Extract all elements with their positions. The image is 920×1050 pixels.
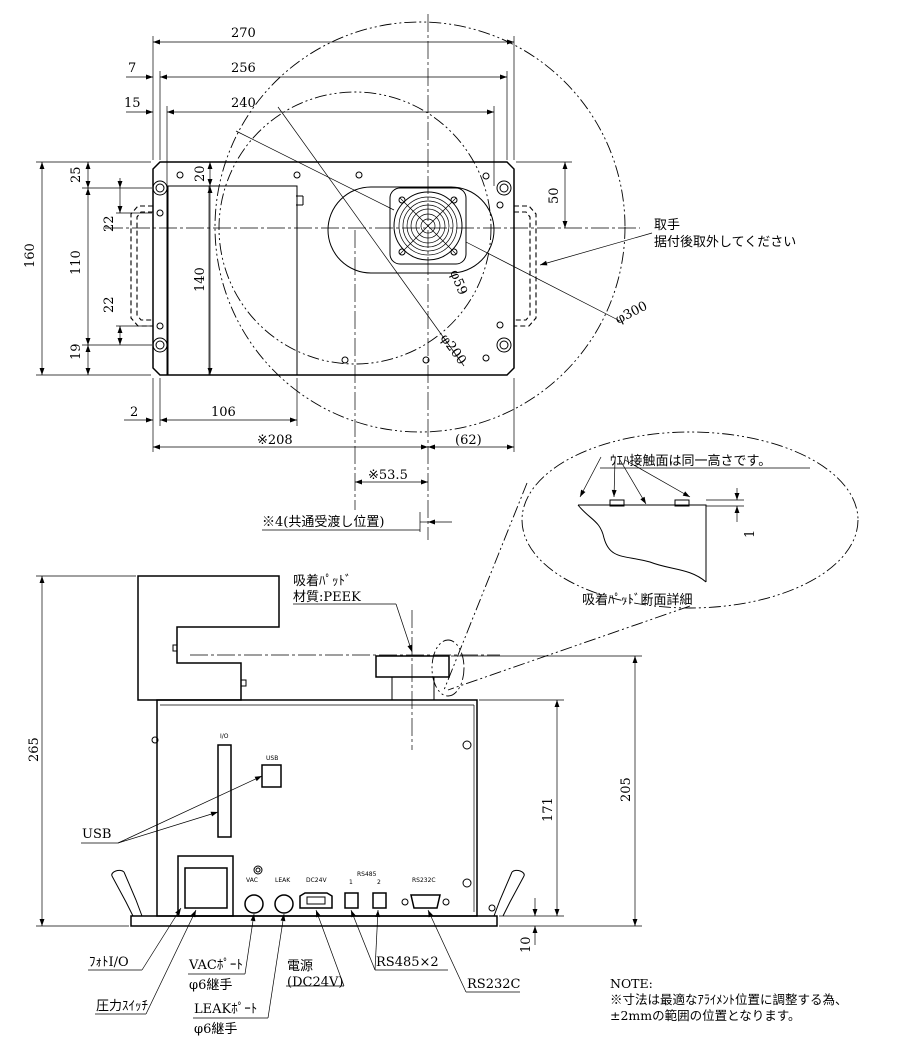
dim-110: 110 (69, 250, 84, 275)
dim-256: 256 (231, 61, 256, 76)
vac-port-callout: VACﾎﾟｰﾄ (188, 958, 243, 973)
note-line-2: ±2mmの範囲の位置となります。 (610, 1008, 801, 1023)
transfer-arm (137, 575, 280, 701)
dim-208: ※208 (257, 433, 293, 448)
dim-270: 270 (231, 26, 256, 41)
photo-io-callout: ﾌｫﾄI/O (89, 955, 129, 970)
rs485-callout: RS485×2 (376, 955, 439, 970)
dc24v-panel-label: DC24V (306, 877, 327, 884)
power-voltage-callout: (DC24V) (287, 975, 343, 990)
usb-panel-label: USB (266, 755, 278, 762)
pressure-switch (184, 867, 228, 909)
drawing-note: NOTE: ※寸法は最適なｱﾗｲﾒﾝﾄ位置に調整する為、 ±2mmの範囲の位置と… (610, 976, 848, 1023)
vac-panel-label: VAC (246, 877, 258, 884)
front-view: I/O USB VAC LEAK DC24V RS485 1 2 RS232C (27, 573, 642, 1037)
dim-171: 171 (541, 797, 556, 822)
rs485-port1-label: 1 (349, 879, 353, 886)
phi-200-label: φ200 (437, 332, 469, 368)
dim-20: 20 (193, 165, 208, 182)
note-heading: NOTE: (610, 976, 653, 991)
usb-callout: USB (82, 827, 111, 842)
photo-io-housing (177, 855, 234, 917)
dim-160: 160 (23, 243, 38, 268)
dim-106: 106 (211, 405, 236, 420)
note-line-1: ※寸法は最適なｱﾗｲﾒﾝﾄ位置に調整する為、 (610, 992, 848, 1007)
dim-10: 10 (519, 936, 534, 953)
pad-section-detail: ｳｴﾊ接触面は同一高さです。 1 吸着ﾊﾟｯﾄﾞ断面詳細 (443, 431, 859, 691)
dim-140: 140 (193, 267, 208, 292)
base-plate-outline (152, 161, 515, 376)
rs485-port2-label: 2 (377, 879, 381, 886)
leak-port (274, 894, 294, 914)
dim-4-transfer: ※4(共通受渡し位置) (262, 514, 384, 530)
plate-screws (152, 171, 512, 364)
handle-label: 取手 (654, 218, 680, 233)
suction-pad-head (375, 655, 450, 678)
vac-fitting-callout: φ6継手 (189, 978, 232, 993)
right-handle-front (493, 871, 525, 917)
power-callout: 電源 (287, 959, 313, 974)
left-handle-front (111, 871, 143, 917)
suction-pad-stem (391, 676, 435, 701)
right-handle (514, 205, 537, 327)
dim-22-bottom: 22 (102, 296, 117, 313)
vac-port (244, 894, 264, 914)
dim-265: 265 (27, 737, 42, 762)
left-handle (130, 205, 153, 327)
pad-material: 材質:PEEK (293, 590, 361, 605)
dim-2: 2 (130, 405, 138, 420)
handle-note: 据付後取外してください (654, 235, 796, 250)
rs232c-callout: RS232C (467, 977, 521, 992)
pad-label: 吸着ﾊﾟｯﾄﾞ (293, 573, 352, 589)
dim-19: 19 (69, 343, 84, 360)
contact-surface-note: ｳｴﾊ接触面は同一高さです。 (610, 453, 771, 469)
dim-22-top: 22 (102, 215, 117, 232)
base-plate-front (130, 915, 498, 927)
leak-panel-label: LEAK (275, 877, 291, 884)
rs485-port-1 (344, 892, 359, 909)
detail-ellipse (521, 431, 859, 609)
dim-53-5: ※53.5 (368, 468, 408, 483)
dim-25: 25 (69, 166, 84, 183)
io-panel-label: I/O (220, 733, 229, 740)
pressure-switch-callout: 圧力ｽｲｯﾁ (96, 999, 148, 1014)
rs485-port-2 (372, 892, 387, 909)
phi-59-label: φ59 (446, 268, 470, 297)
leak-port-callout: LEAKﾎﾟｰﾄ (194, 1002, 257, 1017)
pad-slot (327, 186, 495, 274)
wafer-300-circle (214, 21, 626, 433)
phi-300-label: φ300 (613, 299, 650, 328)
dim-240: 240 (231, 96, 256, 111)
rs232c-panel-label: RS232C (412, 877, 436, 884)
dim-7: 7 (128, 61, 136, 76)
usb-connector (261, 764, 282, 788)
dim-205: 205 (619, 777, 634, 802)
rs485-panel-label: RS485 (357, 871, 377, 878)
dim-1: 1 (743, 530, 758, 538)
dc24v-connector (299, 892, 333, 909)
dim-62: (62) (455, 433, 482, 448)
dim-15: 15 (124, 96, 141, 111)
io-connector (217, 744, 232, 838)
arm-body-outline (166, 185, 298, 375)
dim-50: 50 (547, 187, 562, 204)
rs232c-connector (410, 894, 441, 909)
leak-fitting-callout: φ6継手 (194, 1022, 237, 1037)
detail-title: 吸着ﾊﾟｯﾄﾞ断面詳細 (582, 592, 693, 608)
